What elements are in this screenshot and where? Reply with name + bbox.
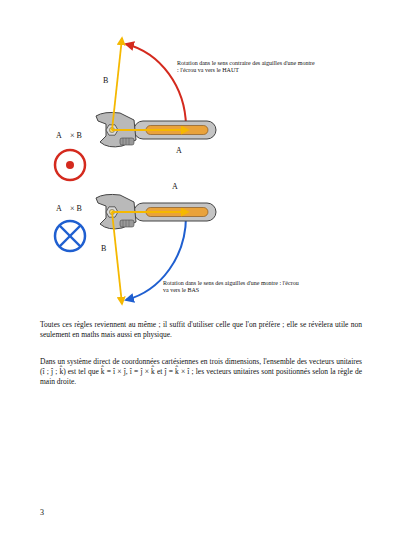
vector-label: B⃗: [101, 244, 113, 254]
body-paragraph: Dans un système direct de coordonnées ca…: [40, 357, 362, 387]
rotation-caption: Rotation dans le sens contraire des aigu…: [176, 60, 316, 74]
vector-label: B⃗: [103, 76, 115, 86]
out-of-page-symbol: [55, 150, 85, 180]
vector-label: A⃗ × B⃗: [56, 204, 88, 214]
vector-a: [112, 211, 188, 213]
into-page-symbol: [55, 221, 85, 251]
page-number: 3: [40, 508, 44, 518]
rotation-arrow: [126, 44, 186, 126]
vector-a: [112, 129, 188, 131]
body-paragraph: Toutes ces règles reviennent au même ; i…: [40, 320, 362, 340]
vector-label: A⃗: [176, 146, 188, 156]
vector-label: A⃗ × B⃗: [56, 131, 88, 141]
rotation-caption: Rotation dans le sens des aiguilles d'un…: [162, 280, 302, 294]
vector-b: [112, 212, 122, 304]
vector-label: A⃗: [172, 182, 184, 192]
